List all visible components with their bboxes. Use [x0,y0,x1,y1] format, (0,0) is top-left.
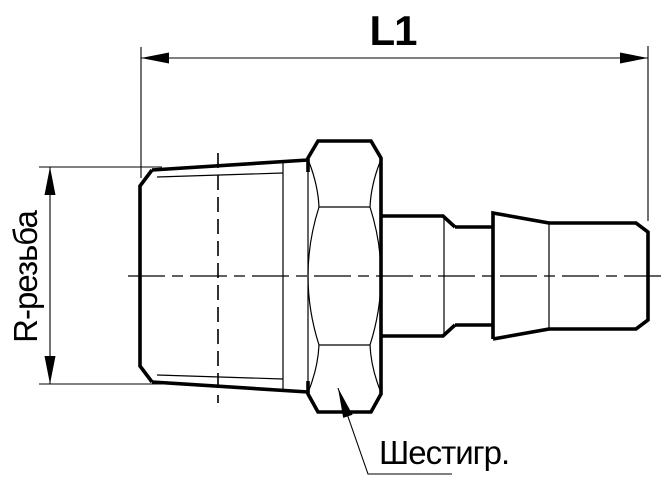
neck-section [455,225,493,327]
thread-arrow-bottom [44,356,56,384]
l1-arrow-left [141,52,169,64]
thread-dimension-label: R-резьба [7,210,44,343]
shoulder-section [381,214,457,338]
thread-arrow-top [44,167,56,195]
hex-leader-line [337,387,452,475]
hex-leader-arrow [338,388,353,418]
dimension-l1: L1 [140,7,649,221]
thread-minor-line-bottom [156,374,284,380]
hex-callout: Шестигр. [337,387,510,475]
thread-minor-line-top [156,172,284,178]
dimension-thread: R-резьба [7,166,162,385]
l1-arrow-right [620,52,648,64]
hex-callout-label: Шестигр. [379,434,509,471]
flange-section [491,210,550,341]
part-outline [138,139,650,414]
l1-dimension-label: L1 [369,7,417,54]
hex-face-lines [307,161,382,391]
